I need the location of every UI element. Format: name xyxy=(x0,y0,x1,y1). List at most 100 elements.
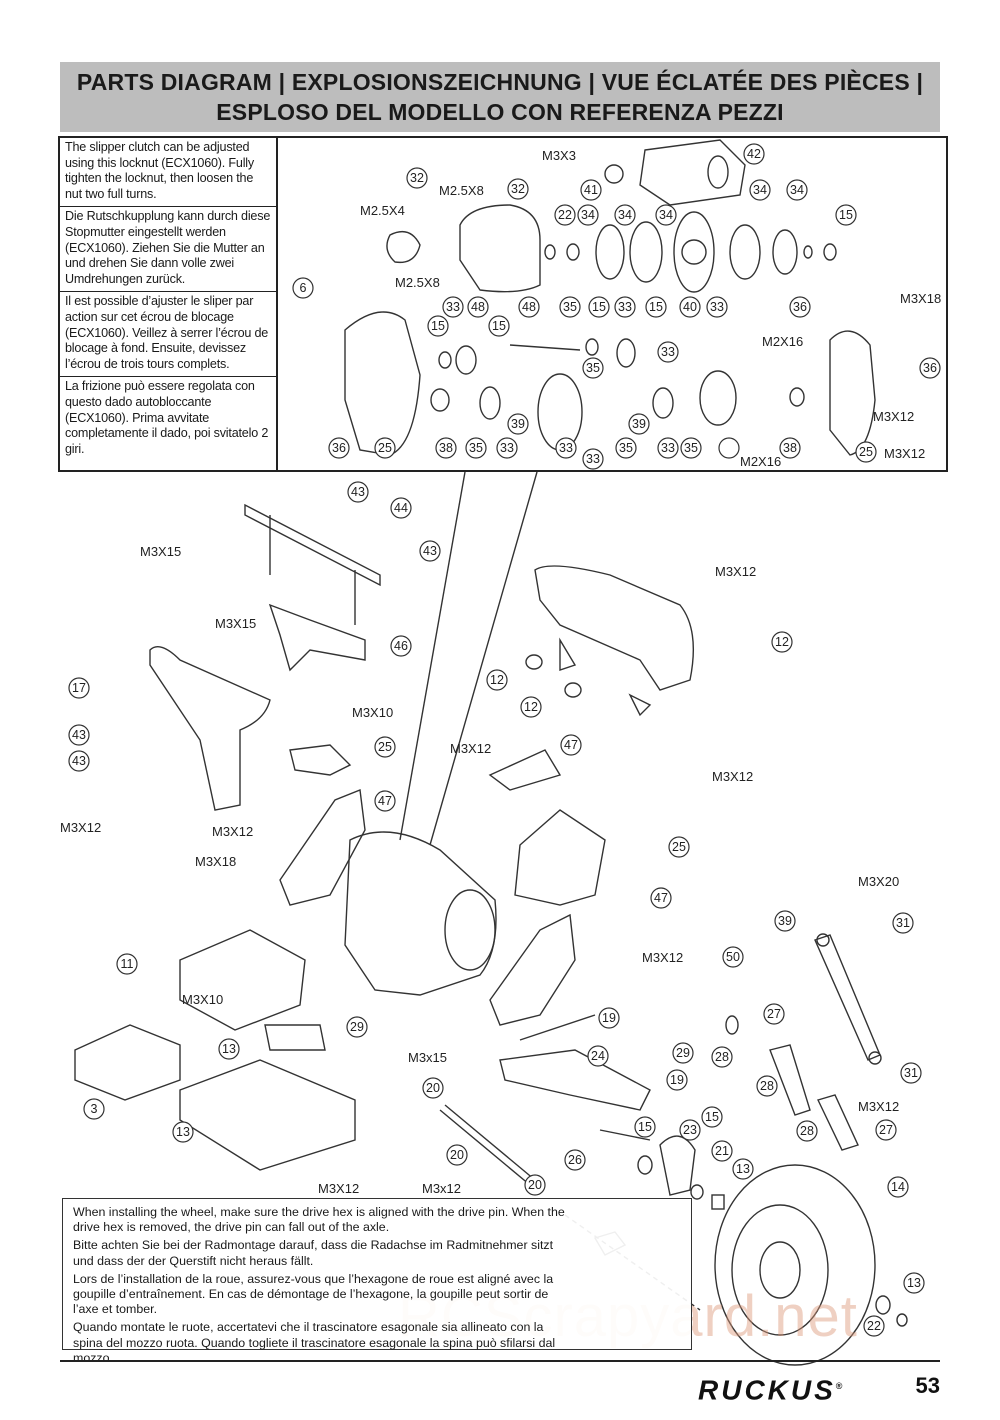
page-number: 53 xyxy=(915,1373,940,1398)
callout-number: 44 xyxy=(394,501,408,515)
screw-label: M3X12 xyxy=(318,1181,359,1196)
callout-number: 19 xyxy=(602,1011,616,1025)
callout-number: 28 xyxy=(760,1079,774,1093)
brand-logo: RUCKUS® xyxy=(698,1368,868,1405)
screw-label: M2X16 xyxy=(740,454,781,469)
callout-number: 12 xyxy=(490,673,504,687)
callout-number: 15 xyxy=(638,1120,652,1134)
screw-label: M3X20 xyxy=(858,874,899,889)
callout-number: 31 xyxy=(896,916,910,930)
callout-number: 43 xyxy=(72,728,86,742)
wheel-install-note: When installing the wheel, make sure the… xyxy=(62,1198,692,1365)
callout-number: 39 xyxy=(778,914,792,928)
callout-number: 34 xyxy=(618,208,632,222)
callout-number: 15 xyxy=(431,319,445,333)
callout-number: 15 xyxy=(705,1110,719,1124)
callout-number: 27 xyxy=(879,1123,893,1137)
screw-label: M3X12 xyxy=(450,741,491,756)
callout-number: 33 xyxy=(559,441,573,455)
screw-label: M2.5X8 xyxy=(439,183,484,198)
callout-number: 35 xyxy=(586,361,600,375)
callout-number: 36 xyxy=(793,300,807,314)
callout-number: 47 xyxy=(564,738,578,752)
callout-number: 24 xyxy=(591,1049,605,1063)
screw-label: M3x12 xyxy=(422,1181,461,1196)
callout-number: 14 xyxy=(891,1180,905,1194)
screw-label: M3x15 xyxy=(408,1050,447,1065)
callout-number: 22 xyxy=(867,1319,881,1333)
slipper-diagram-frame xyxy=(58,136,948,472)
callout-number: 31 xyxy=(904,1066,918,1080)
screw-label: M3X12 xyxy=(642,950,683,965)
callout-number: 40 xyxy=(683,300,697,314)
callout-number: 25 xyxy=(378,441,392,455)
callout-number: 33 xyxy=(661,441,675,455)
wheel-note-en: When installing the wheel, make sure the… xyxy=(73,1205,565,1235)
screw-label: M3X18 xyxy=(195,854,236,869)
callout-number: 11 xyxy=(121,957,134,971)
screw-label: M3X12 xyxy=(212,824,253,839)
callout-number: 28 xyxy=(800,1124,814,1138)
callout-number: 25 xyxy=(672,840,686,854)
callout-number: 48 xyxy=(522,300,536,314)
callout-number: 28 xyxy=(715,1050,729,1064)
callout-number: 29 xyxy=(676,1046,690,1060)
note-de: Die Rutschkupplung kann durch diese Stop… xyxy=(60,207,276,293)
callout-number: 15 xyxy=(592,300,606,314)
screw-label: M2X16 xyxy=(762,334,803,349)
callout-number: 34 xyxy=(581,208,595,222)
callout-number: 43 xyxy=(423,544,437,558)
callout-number: 15 xyxy=(492,319,506,333)
callout-number: 17 xyxy=(72,681,86,695)
callout-number: 34 xyxy=(753,183,767,197)
callout-number: 23 xyxy=(683,1123,697,1137)
callout-number: 12 xyxy=(524,700,538,714)
callout-number: 33 xyxy=(586,452,600,466)
callout-number: 32 xyxy=(410,171,424,185)
callout-number: 36 xyxy=(332,441,346,455)
callout-number: 36 xyxy=(923,361,937,375)
callout-number: 38 xyxy=(439,441,453,455)
callout-number: 39 xyxy=(511,417,525,431)
slipper-clutch-note: The slipper clutch can be adjusted using… xyxy=(60,138,278,470)
callout-number: 3 xyxy=(91,1102,98,1116)
callout-number: 26 xyxy=(568,1153,582,1167)
callout-number: 6 xyxy=(300,281,307,295)
screw-label: M3X12 xyxy=(715,564,756,579)
callout-number: 42 xyxy=(747,147,761,161)
callout-number: 33 xyxy=(446,300,460,314)
note-it: La frizione può essere regolata con ques… xyxy=(65,379,269,456)
callout-number: 33 xyxy=(500,441,514,455)
note-en: The slipper clutch can be adjusted using… xyxy=(60,138,276,208)
callout-number: 33 xyxy=(618,300,632,314)
registered-mark: ® xyxy=(835,1381,843,1391)
callout-number: 25 xyxy=(378,740,392,754)
callout-number: 50 xyxy=(726,950,740,964)
callout-number: 43 xyxy=(72,754,86,768)
screw-label: M3X12 xyxy=(712,769,753,784)
page-title: PARTS DIAGRAM | EXPLOSIONSZEICHNUNG | VU… xyxy=(60,62,940,132)
callout-number: 34 xyxy=(790,183,804,197)
callout-number: 13 xyxy=(222,1042,236,1056)
wheel-note-de: Bitte achten Sie bei der Radmontage dara… xyxy=(73,1238,554,1268)
callout-number: 25 xyxy=(859,445,873,459)
callout-number: 12 xyxy=(775,635,789,649)
callout-number: 33 xyxy=(661,345,675,359)
callout-number: 34 xyxy=(659,208,673,222)
callout-number: 48 xyxy=(471,300,485,314)
screw-label: M3X10 xyxy=(352,705,393,720)
wheel-note-it: Quando montate le ruote, accertatevi che… xyxy=(73,1320,556,1365)
callout-number: 13 xyxy=(736,1162,750,1176)
callout-number: 20 xyxy=(450,1148,464,1162)
callout-number: 13 xyxy=(907,1276,921,1290)
screw-label: M2.5X4 xyxy=(360,203,405,218)
callout-number: 33 xyxy=(710,300,724,314)
callout-number: 39 xyxy=(632,417,646,431)
screw-label: M3X12 xyxy=(873,409,914,424)
callout-number: 41 xyxy=(584,183,598,197)
screw-label: M3X12 xyxy=(884,446,925,461)
callout-number: 19 xyxy=(670,1073,684,1087)
callout-number: 32 xyxy=(511,182,525,196)
callout-number: 47 xyxy=(654,891,668,905)
